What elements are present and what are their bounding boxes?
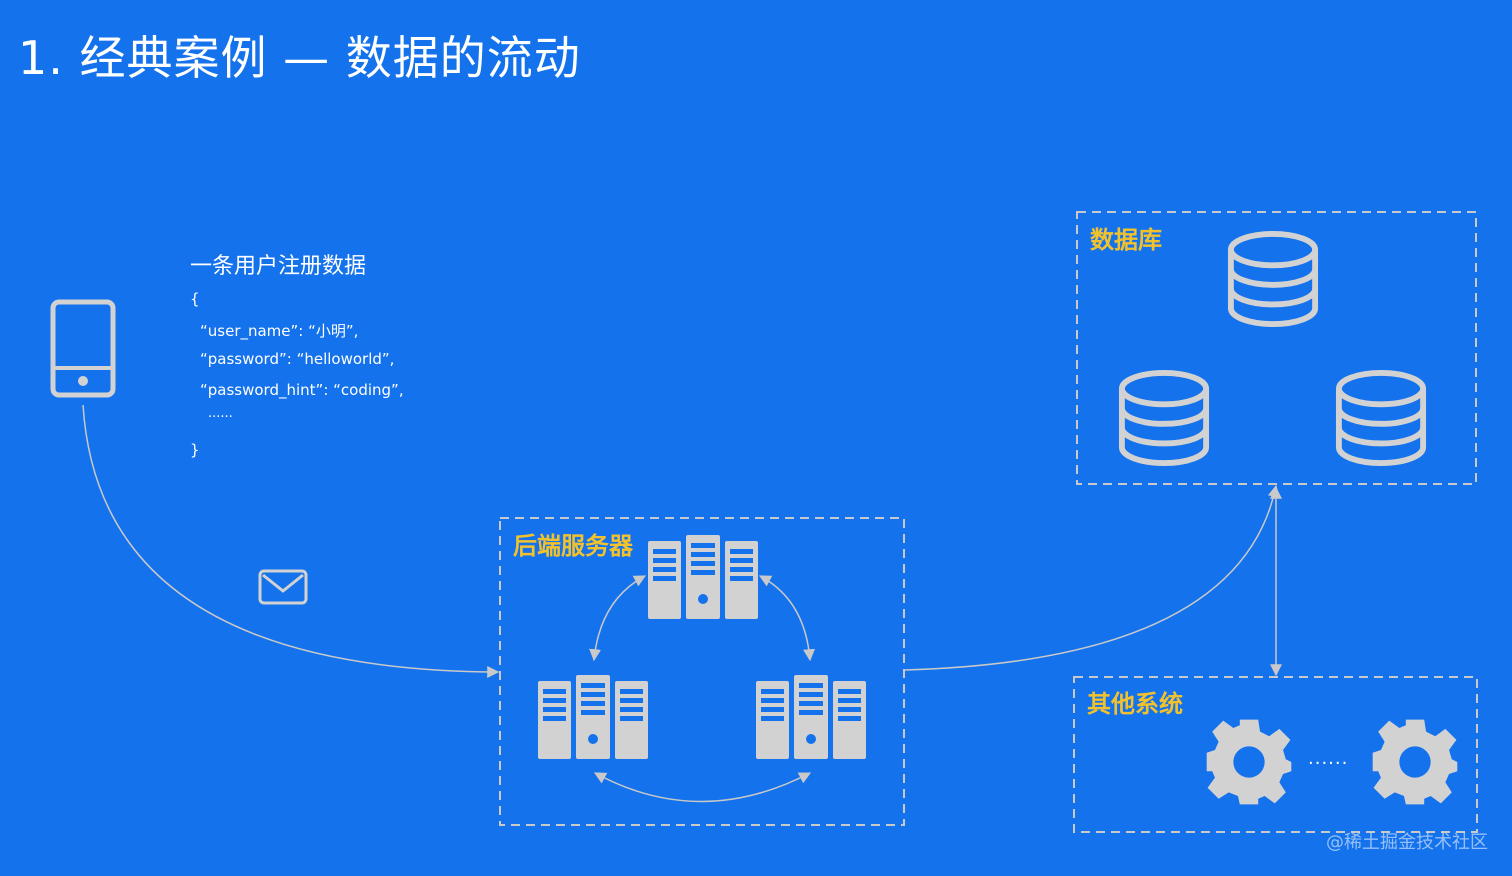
code-line-more: ...... [208,406,233,421]
other-systems-group-box [1073,676,1478,833]
code-line-password-hint: “password_hint”: “coding”, [200,381,404,399]
envelope-icon [258,569,308,605]
other-systems-ellipsis: ...... [1308,748,1349,769]
user-data-caption: 一条用户注册数据 [190,254,367,279]
database-icon-right [1339,373,1423,463]
database-group-label: 数据库 [1090,226,1162,254]
code-open-brace: { [190,290,200,308]
backend-group-box [499,517,905,826]
code-close-brace: } [190,441,200,459]
server-link-bottom [593,772,812,803]
gear-icon-right [1372,719,1458,805]
server-rack-icon-top [648,535,758,619]
database-icon-left [1122,373,1206,463]
server-link-top-left [589,575,647,662]
phone-icon [50,299,116,398]
database-group-box [1076,211,1477,485]
code-line-password: “password”: “helloworld”, [200,350,395,368]
other-systems-group-label: 其他系统 [1087,690,1183,718]
backend-group-label: 后端服务器 [513,532,633,560]
server-link-top-right [758,575,816,662]
server-rack-icon-right [756,675,866,759]
server-rack-icon-left [538,675,648,759]
watermark: @稀土掘金技术社区 [1326,832,1488,853]
slide-title: 1. 经典案例 — 数据的流动 [18,31,581,85]
database-icon-top [1231,234,1315,324]
phone-to-backend-arrow [82,404,500,678]
gear-icon-left [1206,719,1292,805]
backend-to-database-arrow [904,484,1280,671]
code-line-user-name: “user_name”: “小明”, [200,322,359,340]
